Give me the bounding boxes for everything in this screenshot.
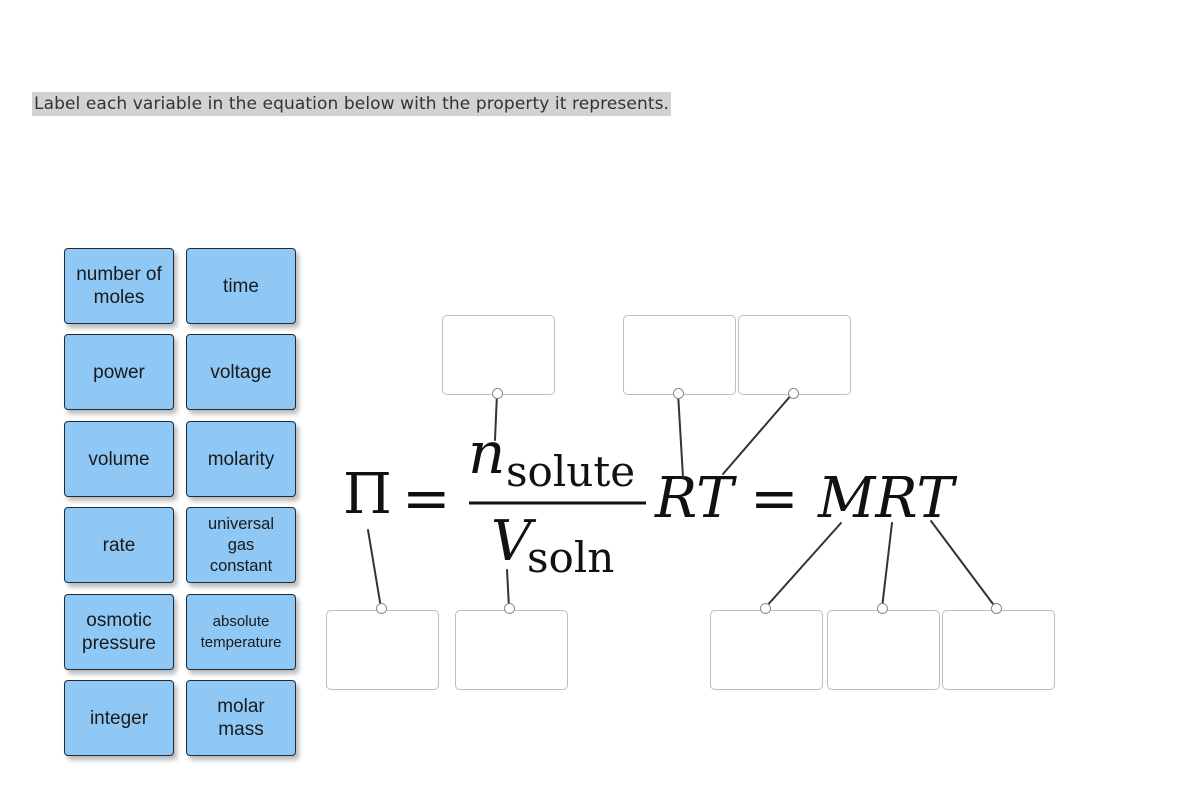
leader-line-r-right — [881, 522, 893, 609]
equation-v: V — [491, 509, 532, 574]
tile-label: number of moles — [76, 264, 162, 308]
tile-label: universal gas constant — [207, 514, 275, 575]
connector-pin-v-soln — [504, 603, 515, 614]
label-tile-absolute-temperature[interactable]: absolute temperature — [186, 594, 296, 670]
equation-v-subscript: soln — [527, 533, 615, 582]
equation-n-subscript: solute — [506, 447, 636, 496]
tile-label: power — [93, 361, 145, 383]
leader-line-t-left — [722, 392, 794, 475]
tile-label: voltage — [210, 361, 272, 383]
drop-target-n-solute[interactable] — [442, 315, 555, 395]
equation-rt: RT — [655, 466, 734, 531]
connector-pin-n-solute — [492, 388, 503, 399]
question-instruction: Label each variable in the equation belo… — [32, 92, 672, 116]
label-tile-rate[interactable]: rate — [64, 507, 174, 583]
label-tile-universal-gas-constant[interactable]: universal gas constant — [186, 507, 296, 583]
leader-line-r-left — [677, 392, 684, 478]
drop-target-t-left[interactable] — [738, 315, 851, 395]
drop-target-v-soln[interactable] — [455, 610, 568, 690]
drop-target-r-left[interactable] — [623, 315, 736, 395]
leader-line-m — [764, 522, 842, 609]
label-tile-molarity[interactable]: molarity — [186, 421, 296, 497]
tile-label: volume — [88, 448, 150, 470]
label-tile-power[interactable]: power — [64, 334, 174, 410]
equation-pi: Π — [343, 462, 392, 527]
drop-target-r-right[interactable] — [827, 610, 940, 690]
leader-line-t-right — [930, 520, 997, 609]
connector-pin-t-right — [991, 603, 1002, 614]
equation-equals-1: = — [402, 464, 451, 532]
drop-target-t-right[interactable] — [942, 610, 1055, 690]
drop-target-pi[interactable] — [326, 610, 439, 690]
drop-target-m[interactable] — [710, 610, 823, 690]
equation-mrt: MRT — [818, 466, 954, 531]
label-tile-voltage[interactable]: voltage — [186, 334, 296, 410]
tile-label: rate — [102, 534, 136, 556]
leader-line-pi — [367, 529, 382, 609]
tile-label: molarity — [207, 448, 275, 470]
connector-pin-t-left — [788, 388, 799, 399]
connector-pin-r-left — [673, 388, 684, 399]
connector-pin-m — [760, 603, 771, 614]
label-tile-osmotic-pressure[interactable]: osmotic pressure — [64, 594, 174, 670]
tile-label: osmotic pressure — [82, 610, 156, 654]
connector-pin-r-right — [877, 603, 888, 614]
label-tile-number-of-moles[interactable]: number of moles — [64, 248, 174, 324]
equation-equals-2: = — [750, 464, 799, 532]
tile-label: time — [223, 275, 259, 297]
label-tile-molar-mass[interactable]: molar mass — [186, 680, 296, 756]
connector-pin-pi — [376, 603, 387, 614]
equation-n: n — [468, 419, 506, 487]
tile-label: absolute temperature — [200, 613, 282, 651]
tile-label: integer — [89, 707, 149, 729]
label-tile-integer[interactable]: integer — [64, 680, 174, 756]
label-tile-volume[interactable]: volume — [64, 421, 174, 497]
label-tile-time[interactable]: time — [186, 248, 296, 324]
tile-label: molar mass — [217, 696, 265, 740]
